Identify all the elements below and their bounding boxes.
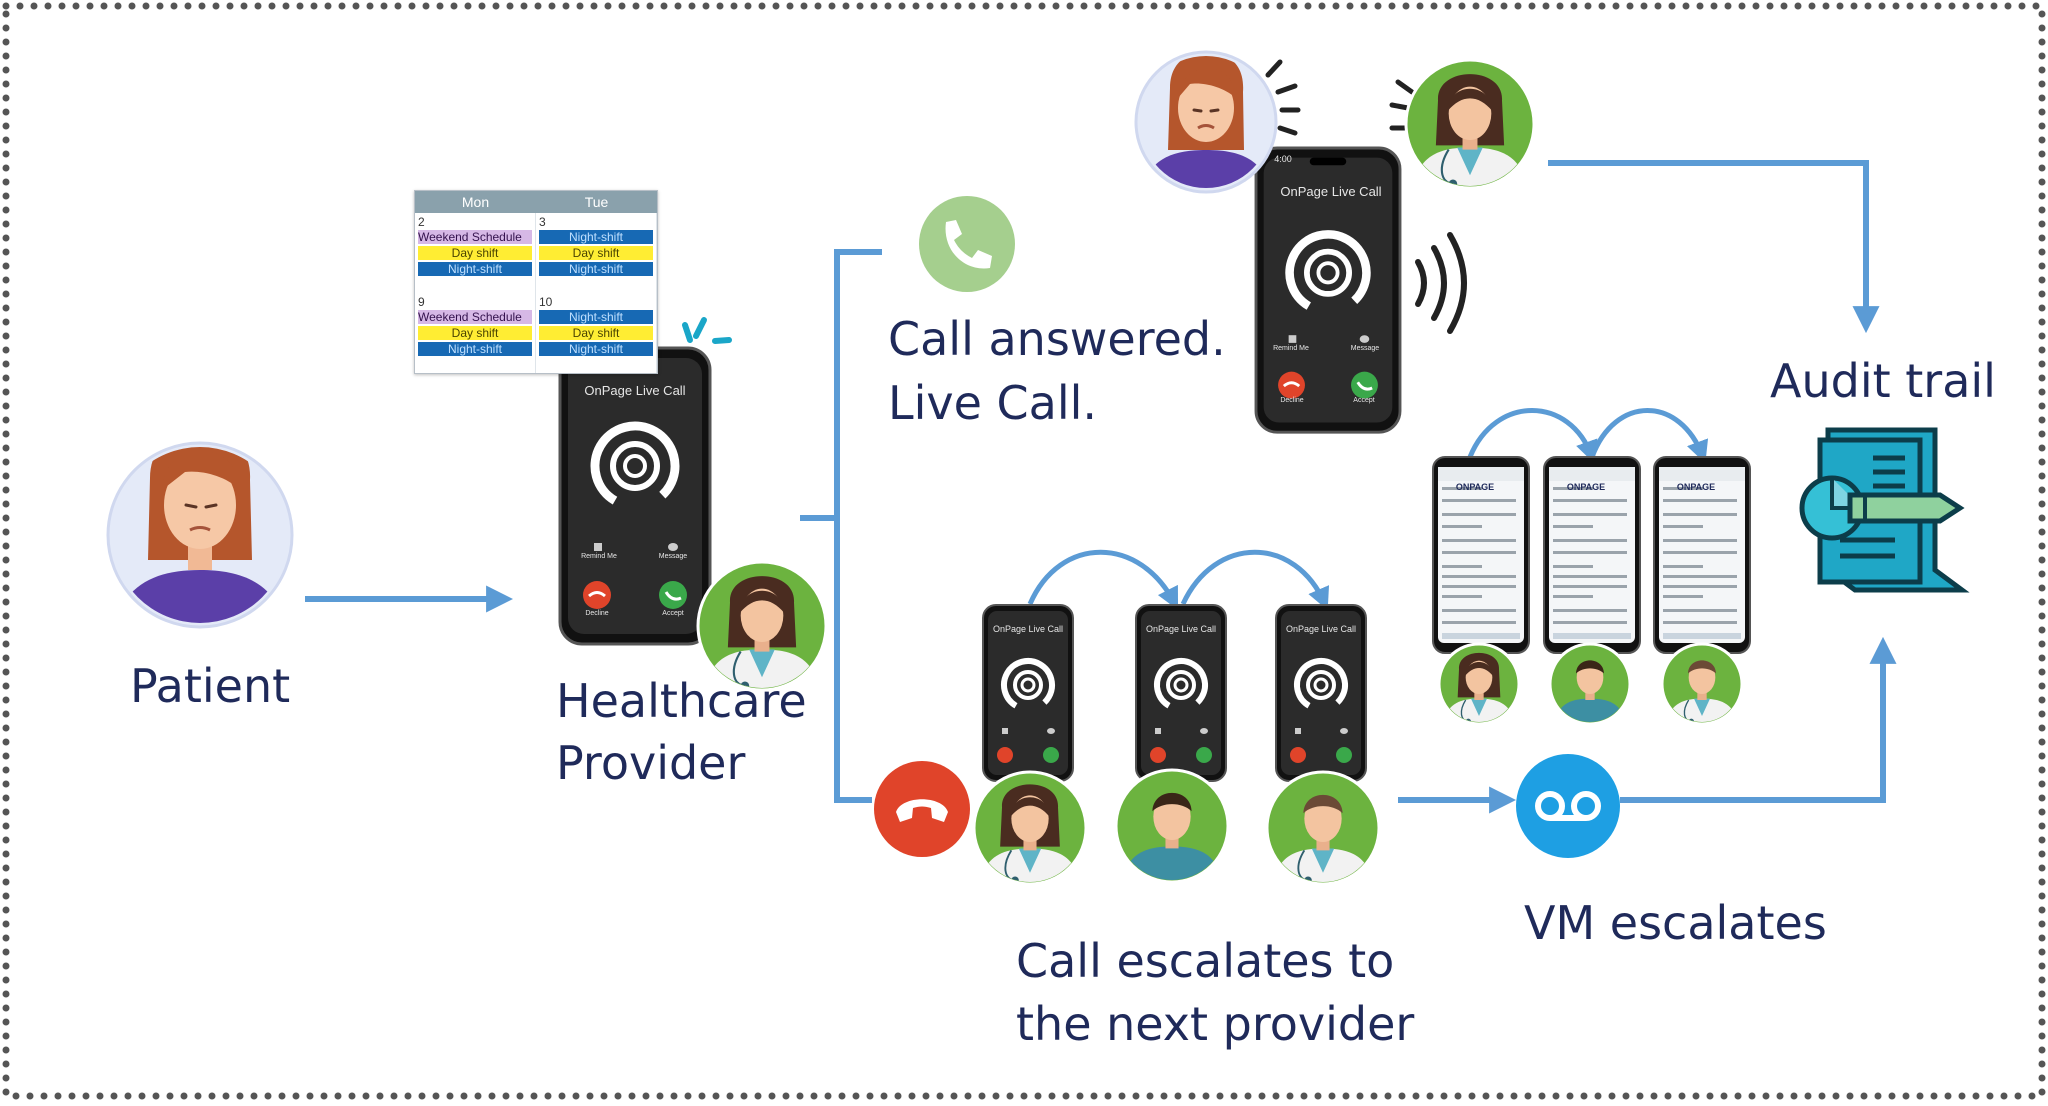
decline-button-icon — [583, 581, 611, 609]
notify-ticks-icon — [682, 317, 732, 344]
shift-entry: Day shift — [418, 326, 532, 340]
live-decline-label: Decline — [1280, 397, 1304, 404]
shift-entry: Day shift — [539, 246, 653, 260]
msg-brand-3: ONPAGE — [1676, 482, 1716, 492]
schedule-week-1: 2 Weekend Schedule Day shift Night-shift… — [415, 213, 657, 293]
patient-avatar — [106, 441, 294, 629]
main-phone — [558, 346, 712, 646]
esc-phone-title-1: OnPage Live Call — [992, 624, 1064, 634]
arrow-vm-to-audit — [1620, 636, 1897, 803]
schedule-day-tue: Tue — [584, 194, 609, 210]
main-accept-label: Accept — [662, 610, 684, 617]
message-phone-2 — [1543, 456, 1641, 654]
ringing-waves-icon — [1415, 232, 1467, 334]
phone-accept-icon — [919, 196, 1015, 292]
provider-avatar-esc-3 — [1265, 770, 1381, 886]
main-phone-title: OnPage Live Call — [584, 383, 686, 398]
esc-phone-title-2: OnPage Live Call — [1145, 624, 1217, 634]
main-message-label: Message — [658, 553, 688, 560]
schedule-date: 9 — [418, 295, 425, 309]
message-phone-1 — [1432, 456, 1530, 654]
main-remind-label: Remind Me — [581, 553, 617, 560]
label-provider-line1: Healthcare — [556, 674, 807, 728]
live-call-phone — [1254, 146, 1402, 434]
shift-schedule: Mon Tue 2 Weekend Schedule Day shift Nig… — [414, 190, 658, 374]
escalation-phone-2 — [1135, 604, 1227, 782]
schedule-cell: 9 Weekend Schedule Day shift Night-shift — [415, 293, 536, 373]
accept-button-icon — [659, 581, 687, 609]
label-patient: Patient — [130, 659, 291, 713]
schedule-week-2: 9 Weekend Schedule Day shift Night-shift… — [415, 293, 657, 373]
label-audit: Audit trail — [1770, 354, 1996, 408]
label-escalate-line2: the next provider — [1016, 997, 1415, 1051]
shift-entry: Night-shift — [539, 310, 653, 324]
voicemail-icon — [1516, 754, 1620, 858]
curve-arrow-msg-1 — [1467, 408, 1598, 464]
branch-bracket — [800, 249, 882, 803]
shift-entry: Weekend Schedule — [418, 310, 532, 324]
schedule-cell: 10 Night-shift Day shift Night-shift — [536, 293, 657, 373]
label-answered-line1: Call answered. — [888, 312, 1226, 366]
provider-avatar-esc-1 — [972, 770, 1088, 886]
shake-lines-left-icon — [1265, 59, 1301, 136]
shift-entry: Day shift — [539, 326, 653, 340]
curve-arrow-esc-1 — [1027, 549, 1179, 611]
schedule-cell: 2 Weekend Schedule Day shift Night-shift — [415, 213, 536, 293]
shift-entry: Night-shift — [418, 262, 532, 276]
label-answered-line2: Live Call. — [888, 376, 1098, 430]
schedule-day-mon: Mon — [461, 194, 490, 210]
escalation-phone-3 — [1275, 604, 1367, 782]
arrow-live-call-to-audit — [1548, 160, 1880, 334]
schedule-cell: 3 Night-shift Day shift Night-shift — [536, 213, 657, 293]
curve-arrow-msg-2 — [1589, 408, 1709, 464]
esc-phone-title-3: OnPage Live Call — [1285, 624, 1357, 634]
live-message-label: Message — [1350, 345, 1380, 352]
schedule-header: Mon Tue — [415, 191, 657, 213]
shift-entry: Night-shift — [539, 342, 653, 356]
live-phone-time: 4:00 — [1274, 154, 1292, 164]
shift-entry: Night-shift — [539, 262, 653, 276]
main-decline-label: Decline — [585, 610, 609, 617]
message-phone-3 — [1653, 456, 1751, 654]
shift-entry: Day shift — [418, 246, 532, 260]
provider-avatar-esc-2 — [1114, 768, 1230, 884]
provider-avatar-msg-2 — [1548, 642, 1632, 726]
shift-entry: Night-shift — [418, 342, 532, 356]
curve-arrow-esc-2 — [1180, 549, 1330, 611]
label-escalate-line1: Call escalates to — [1016, 934, 1395, 988]
schedule-date: 2 — [418, 215, 425, 229]
live-phone-title: OnPage Live Call — [1280, 184, 1382, 199]
audit-document-icon — [1799, 427, 1970, 593]
shift-entry: Night-shift — [539, 230, 653, 244]
label-provider-line2: Provider — [556, 736, 746, 790]
shift-entry: Weekend Schedule — [418, 230, 532, 244]
msg-brand-2: ONPAGE — [1566, 482, 1606, 492]
phone-decline-icon — [874, 761, 970, 857]
schedule-date: 10 — [539, 295, 553, 309]
message-phones — [1432, 456, 1751, 654]
provider-avatar-msg-1 — [1437, 642, 1521, 726]
label-vm: VM escalates — [1524, 896, 1827, 950]
schedule-date: 3 — [539, 215, 546, 229]
live-remind-label: Remind Me — [1273, 345, 1309, 352]
provider-avatars — [696, 58, 1744, 886]
provider-avatar-msg-3 — [1660, 642, 1744, 726]
provider-avatar-live — [1404, 58, 1536, 190]
live-accept-label: Accept — [1353, 397, 1375, 404]
msg-brand-1: ONPAGE — [1455, 482, 1495, 492]
